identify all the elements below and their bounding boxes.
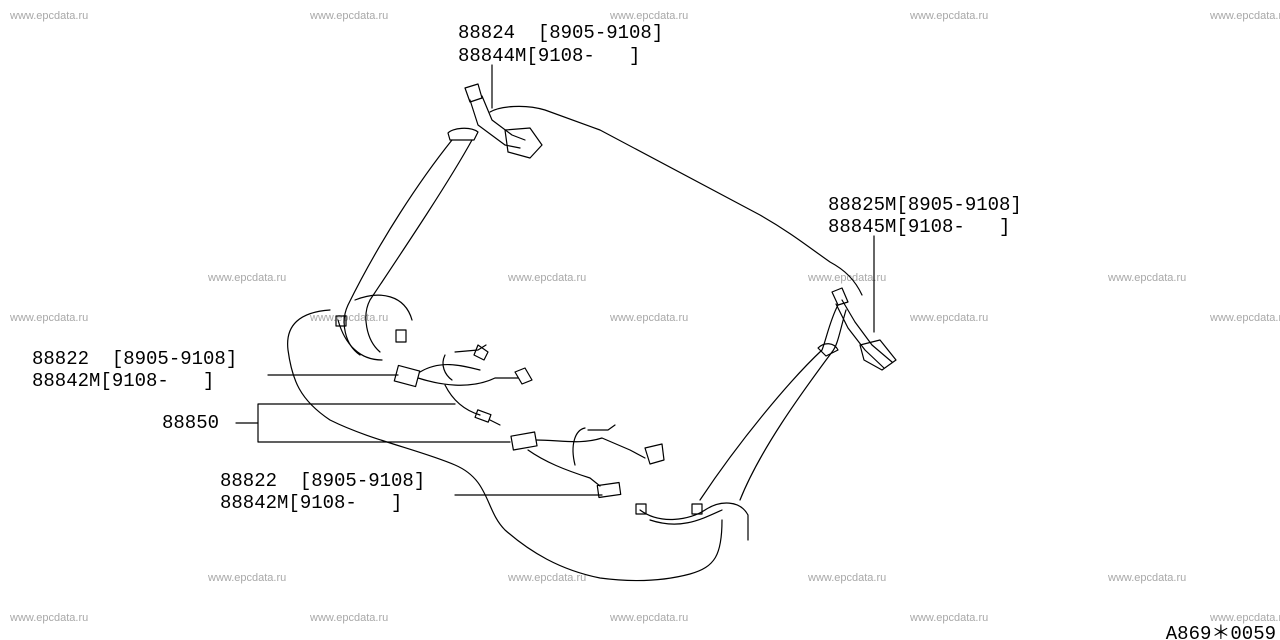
watermark-text: www.epcdata.ru — [1108, 572, 1187, 584]
center-belt-strap — [489, 419, 501, 426]
left-belt-strap — [481, 95, 526, 141]
watermark-text: www.epcdata.ru — [1210, 612, 1280, 624]
label-88822-upper: 88822 [8905-9108] — [32, 348, 238, 370]
watermark-text: www.epcdata.ru — [1210, 10, 1280, 22]
center-belt-strap — [444, 384, 481, 416]
watermark-text: www.epcdata.ru — [610, 10, 689, 22]
left-belt-guide — [447, 127, 479, 141]
watermark-text: www.epcdata.ru — [610, 612, 689, 624]
watermark-text: www.epcdata.ru — [910, 612, 989, 624]
right-belt-retractor — [831, 287, 849, 306]
right-belt-tongue — [635, 503, 647, 515]
lower-buckle-strap — [535, 437, 646, 459]
upper-buckle-strap — [417, 377, 519, 386]
watermark-text: www.epcdata.ru — [808, 272, 887, 284]
watermark-text: www.epcdata.ru — [10, 10, 89, 22]
right-belt-webbing — [739, 309, 847, 501]
watermark-text: www.epcdata.ru — [208, 272, 287, 284]
watermark-text: www.epcdata.ru — [610, 312, 689, 324]
right-belt-webbing — [699, 304, 839, 501]
label-88844m: 88844M[9108- ] — [458, 45, 641, 67]
left-belt-webbing — [343, 139, 453, 356]
seat-back-outline — [489, 105, 863, 296]
label-88825m: 88825M[8905-9108] — [828, 194, 1022, 216]
upper-buckle-strap — [419, 363, 481, 373]
watermark-text: www.epcdata.ru — [208, 572, 287, 584]
left-belt-clip — [335, 315, 347, 327]
left-anchor-bracket — [504, 127, 543, 159]
left-belt-lower-loop — [337, 319, 383, 361]
lower-anchor-plate — [644, 443, 665, 465]
watermark-text: www.epcdata.ru — [10, 312, 89, 324]
label-88824: 88824 [8905-9108] — [458, 22, 664, 44]
left-belt-retractor — [464, 83, 483, 103]
right-belt-guide — [817, 343, 839, 357]
left-belt-webbing — [365, 139, 473, 353]
upper-anchor-plate — [514, 367, 533, 385]
lower-buckle-housing — [510, 431, 538, 451]
upper-buckle-arm — [442, 354, 453, 381]
watermark-text: www.epcdata.ru — [508, 572, 587, 584]
watermark-text: www.epcdata.ru — [10, 612, 89, 624]
lower-buckle-arm — [587, 424, 616, 431]
label-88842m-upper: 88842M[9108- ] — [32, 370, 215, 392]
figure-code: A869＊0059 — [1165, 623, 1276, 640]
right-belt-lower-loop — [649, 509, 723, 525]
left-belt-strap — [469, 99, 521, 149]
label-88822-lower: 88822 [8905-9108] — [220, 470, 426, 492]
watermark-text: www.epcdata.ru — [1108, 272, 1187, 284]
right-belt-lower-loop — [639, 502, 749, 541]
watermark-text: www.epcdata.ru — [310, 312, 389, 324]
right-anchor-bracket — [859, 339, 897, 371]
right-belt-strap — [835, 303, 885, 369]
upper-anchor-plate — [473, 344, 489, 361]
label-88842m-lower: 88842M[9108- ] — [220, 492, 403, 514]
right-belt-clip — [691, 503, 703, 515]
left-belt-lower-loop — [354, 294, 413, 321]
label-88845m: 88845M[9108- ] — [828, 216, 1011, 238]
lower-buckle-arm — [572, 427, 586, 466]
watermark-text: www.epcdata.ru — [808, 572, 887, 584]
label-88850: 88850 — [162, 412, 220, 434]
seat-cushion-outline — [287, 309, 723, 582]
lower-buckle-strap — [527, 449, 601, 487]
watermark-text: www.epcdata.ru — [910, 312, 989, 324]
watermark-text: www.epcdata.ru — [310, 612, 389, 624]
upper-buckle-housing — [393, 364, 421, 388]
lower-buckle-housing — [596, 481, 622, 499]
watermark-text: www.epcdata.ru — [508, 272, 587, 284]
upper-buckle-arm — [454, 344, 487, 353]
watermark-text: www.epcdata.ru — [310, 10, 389, 22]
left-belt-tongue — [395, 329, 407, 343]
watermark-text: www.epcdata.ru — [1210, 312, 1280, 324]
right-belt-strap — [841, 299, 893, 363]
leader-line-88850 — [257, 403, 511, 443]
watermark-text: www.epcdata.ru — [910, 10, 989, 22]
center-belt-clip — [474, 409, 492, 423]
